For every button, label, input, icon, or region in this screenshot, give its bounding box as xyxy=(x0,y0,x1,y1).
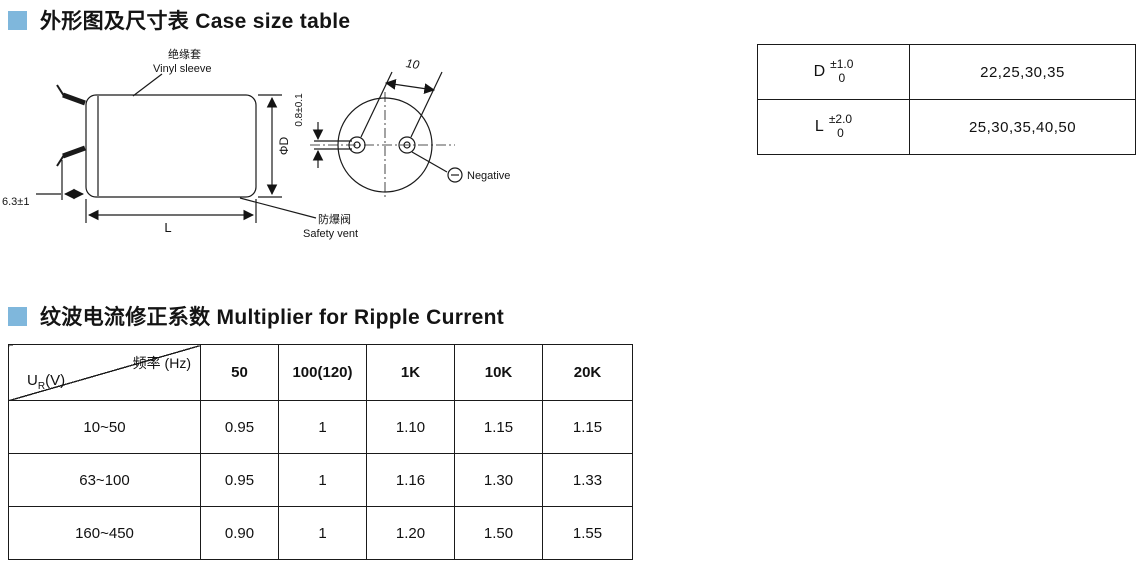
vinyl-sleeve-label-zh: 绝缘套 xyxy=(168,47,201,61)
diameter-dim-label: ΦD xyxy=(277,137,291,156)
ripple-section-title: 纹波电流修正系数 Multiplier for Ripple Current xyxy=(40,306,505,329)
pin-spacing-dim-line xyxy=(384,79,436,94)
dim-ext-line xyxy=(360,71,393,138)
voltage-range: 63~100 xyxy=(8,453,201,507)
tolerance-upper: ±2.0 xyxy=(828,112,853,127)
lead-dim-label: 6.3±1 xyxy=(2,196,29,208)
multiplier-value: 1.30 xyxy=(454,453,543,507)
tolerance-lower: 0 xyxy=(838,71,846,85)
tolerance-upper: ±1.0 xyxy=(830,57,854,72)
drawing-labels: 绝缘套 Vinyl sleeve 6.3±1 L ΦD 10 0.8±0.1 防… xyxy=(2,47,510,240)
dimension-symbol: D xyxy=(813,63,826,80)
multiplier-value: 1 xyxy=(278,506,367,560)
voltage-range: 10~50 xyxy=(8,400,201,454)
ripple-multiplier-table: 频率 (Hz) UR(V) 50 100(120) 1K 10K 20K 10~… xyxy=(8,344,633,560)
terminal-positive-slot xyxy=(353,141,361,149)
table-header-row: 频率 (Hz) UR(V) 50 100(120) 1K 10K 20K xyxy=(8,344,633,401)
table-row: 160~450 0.90 1 1.20 1.50 1.55 xyxy=(8,506,633,560)
multiplier-value: 0.90 xyxy=(200,506,279,560)
capacitor-body xyxy=(85,94,257,198)
vinyl-sleeve-label-en: Vinyl sleeve xyxy=(153,63,212,75)
pin-spacing-dim-label: 10 xyxy=(405,56,421,72)
dimension-values: 22,25,30,35 xyxy=(909,44,1136,100)
multiplier-value: 0.95 xyxy=(200,400,279,454)
voltage-unit: (V) xyxy=(45,372,66,389)
safety-vent-label-zh: 防爆阀 xyxy=(318,212,351,226)
frequency-header: 20K xyxy=(542,344,633,401)
side-view xyxy=(36,73,317,223)
voltage-subscript: R xyxy=(37,381,46,392)
lead-pin-top-bend xyxy=(56,84,65,97)
negative-label: Negative xyxy=(467,170,510,182)
multiplier-value: 1.50 xyxy=(454,506,543,560)
terminal-width-dim-label: 0.8±0.1 xyxy=(294,93,305,127)
terminal-positive xyxy=(348,136,366,154)
case-size-section-header: 外形图及尺寸表 Case size table xyxy=(8,5,350,35)
multiplier-value: 1.10 xyxy=(366,400,455,454)
multiplier-value: 1.20 xyxy=(366,506,455,560)
table-row: 10~50 0.95 1 1.10 1.15 1.15 xyxy=(8,400,633,454)
frequency-header: 100(120) xyxy=(278,344,367,401)
frequency-axis-label: 频率 (Hz) xyxy=(132,355,191,371)
section-bullet-icon xyxy=(8,10,27,30)
case-size-section-title: 外形图及尺寸表 Case size table xyxy=(40,10,351,33)
frequency-header: 10K xyxy=(454,344,543,401)
multiplier-value: 1 xyxy=(278,453,367,507)
frequency-header: 1K xyxy=(366,344,455,401)
frequency-header: 50 xyxy=(200,344,279,401)
vinyl-sleeve-leader xyxy=(132,73,163,97)
top-view xyxy=(310,71,463,199)
tolerance-lower: 0 xyxy=(837,126,844,140)
negative-symbol-icon xyxy=(447,167,463,183)
negative-leader xyxy=(411,151,448,173)
terminal-negative-slot xyxy=(403,141,411,149)
multiplier-value: 1 xyxy=(278,400,367,454)
lead-pin-bottom xyxy=(62,145,86,159)
lead-pin-top xyxy=(62,92,86,106)
ripple-section-header: 纹波电流修正系数 Multiplier for Ripple Current xyxy=(8,301,504,331)
multiplier-value: 1.15 xyxy=(454,400,543,454)
section-bullet-icon xyxy=(8,306,27,326)
lead-pin-bottom-bend xyxy=(56,154,65,167)
multiplier-value: 1.33 xyxy=(542,453,633,507)
multiplier-value: 1.55 xyxy=(542,506,633,560)
terminal-negative xyxy=(398,136,416,154)
capacitor-outline-drawing: 绝缘套 Vinyl sleeve 6.3±1 L ΦD 10 0.8±0.1 防… xyxy=(2,47,510,240)
table-row: 63~100 0.95 1 1.16 1.30 1.33 xyxy=(8,453,633,507)
dimension-values: 25,30,35,40,50 xyxy=(909,99,1136,155)
dim-ext-line xyxy=(410,71,443,138)
voltage-axis-label: UR(V) xyxy=(27,372,65,392)
table-corner-cell: 频率 (Hz) UR(V) xyxy=(8,344,201,401)
multiplier-value: 1.16 xyxy=(366,453,455,507)
voltage-range: 160~450 xyxy=(8,506,201,560)
dimension-symbol: L xyxy=(814,118,824,135)
multiplier-value: 0.95 xyxy=(200,453,279,507)
safety-vent-label-en: Safety vent xyxy=(303,228,358,240)
length-dim-label: L xyxy=(164,220,171,235)
voltage-symbol: U xyxy=(27,372,38,389)
safety-vent-leader xyxy=(239,197,317,219)
multiplier-value: 1.15 xyxy=(542,400,633,454)
